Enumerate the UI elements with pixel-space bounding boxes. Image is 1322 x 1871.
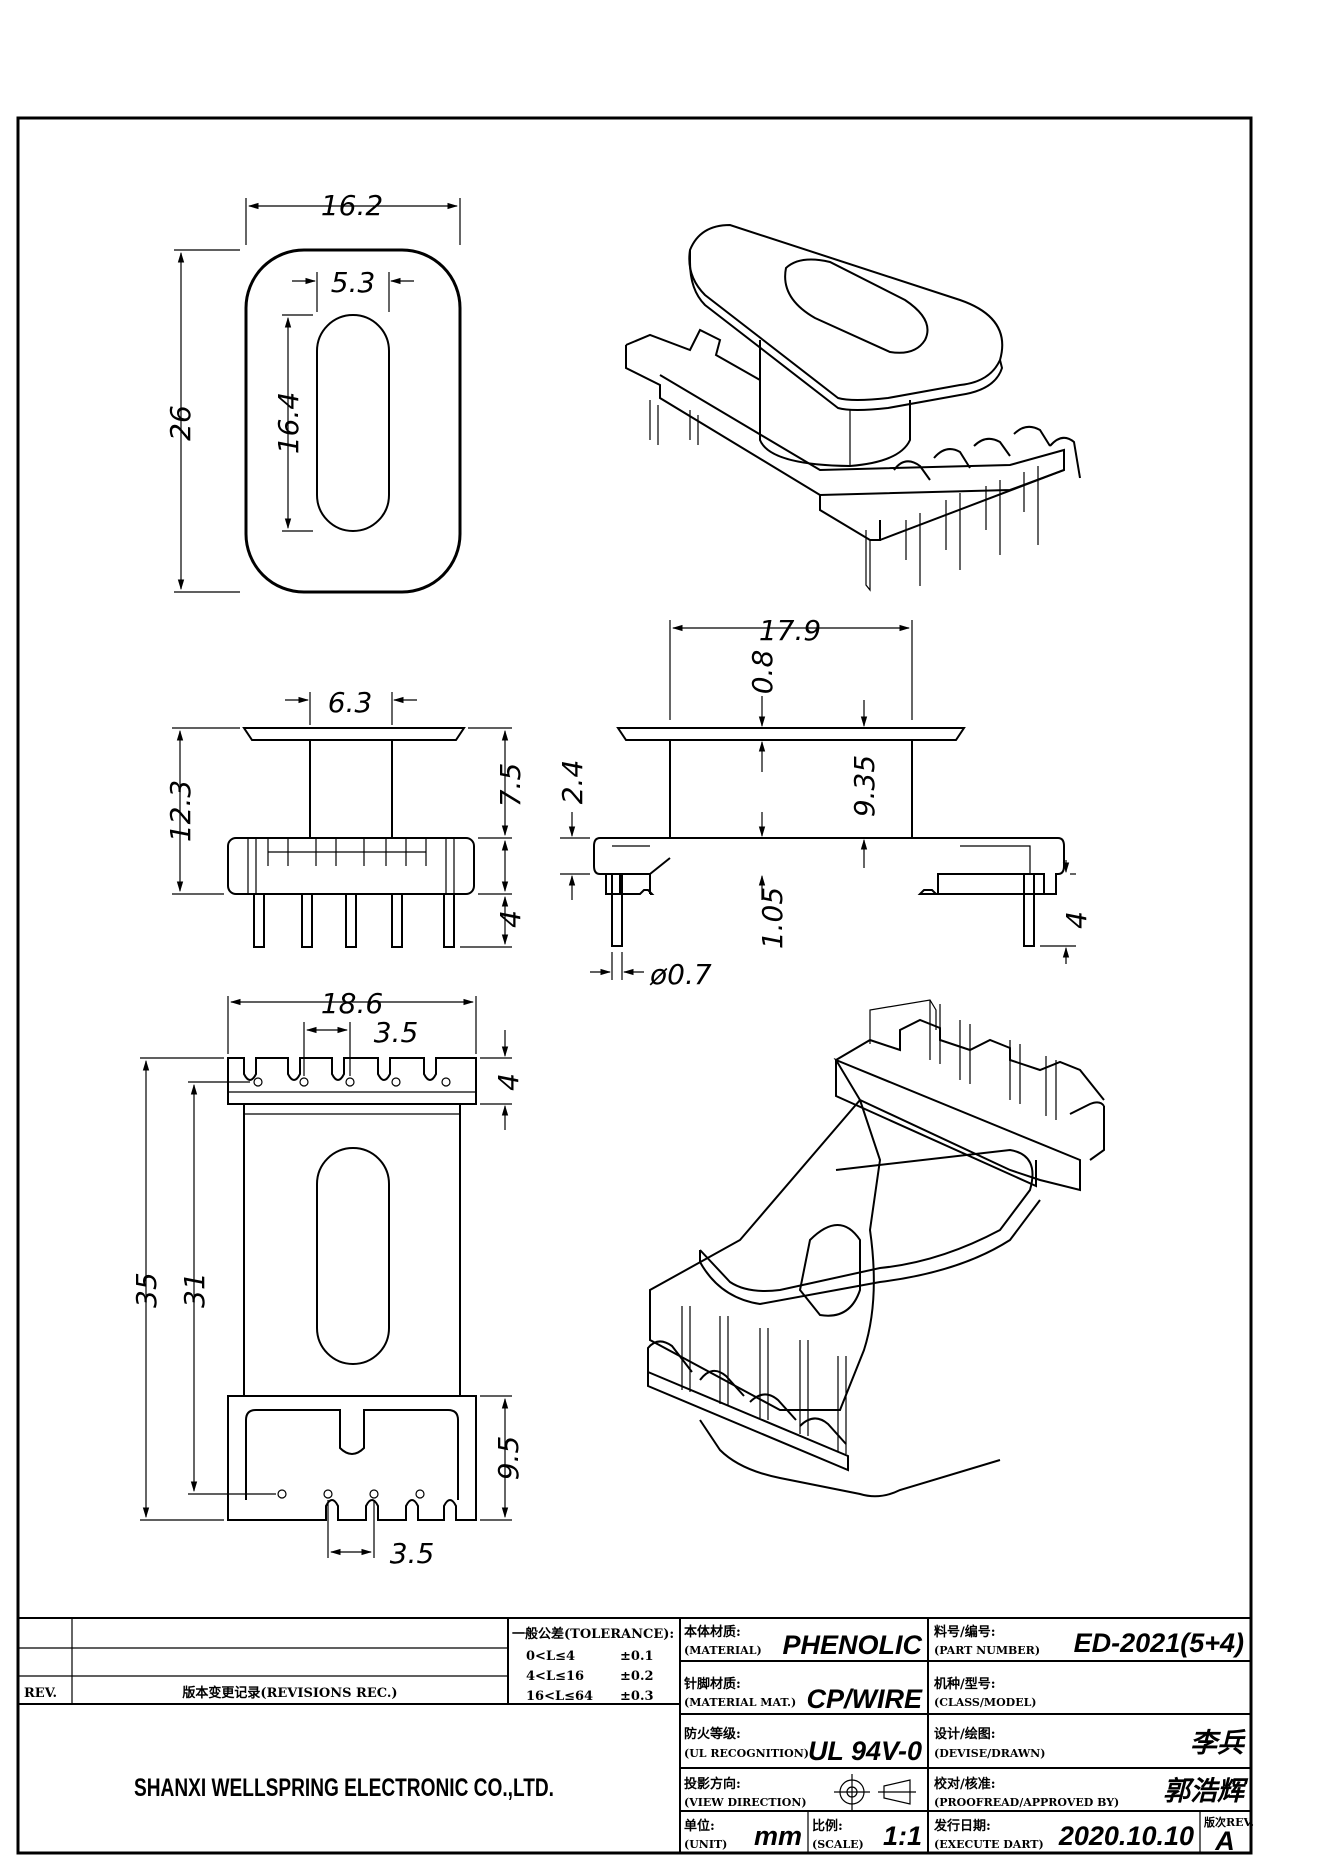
revisions-label: 版本变更记录(REVISIONS REC.): [182, 1685, 397, 1701]
scale-value: 1:1: [883, 1821, 922, 1851]
flame-label-cn: 防火等级:: [684, 1726, 741, 1742]
rev-label-cn: 版次REV.: [1204, 1815, 1254, 1829]
scale-label-cn: 比例:: [812, 1818, 843, 1834]
tolerance-title: 一般公差(TOLERANCE):: [512, 1626, 674, 1642]
tol-row1-value: ±0.1: [620, 1649, 654, 1664]
isometric-view-bottom: [647, 999, 1105, 1498]
dim-front-base-height: 2.4: [556, 760, 589, 805]
view-label-en: (VIEW DIRECTION): [684, 1796, 807, 1809]
dim-front-base-thickness: 1.05: [756, 887, 789, 949]
material-label-cn: 本体材质:: [684, 1624, 741, 1640]
dim-side-core-width: 6.3: [328, 686, 373, 719]
flame-label-en: (UL RECOGNITION): [684, 1747, 809, 1760]
dim-side-pin-length: 4: [494, 910, 527, 928]
tol-row2-range: 4<L≤16: [526, 1669, 584, 1684]
dim-front-winding-height: 9.35: [848, 755, 881, 817]
dim-front-flange-thickness: 0.8: [746, 650, 779, 695]
title-block: REV. 版本变更记录(REVISIONS REC.) 一般公差(TOLERAN…: [18, 1617, 1254, 1856]
dim-front-length: 17.9: [759, 614, 821, 647]
material-value: PHENOLIC: [782, 1630, 922, 1660]
class-label-cn: 机种/型号:: [934, 1676, 996, 1692]
dim-bottom-pitch-bottom: 3.5: [390, 1537, 435, 1570]
flame-value: UL 94V-0: [808, 1736, 922, 1766]
approved-value: 郭浩辉: [1163, 1776, 1249, 1806]
dim-bottom-inner-length: 31: [178, 1272, 211, 1308]
rev-value: A: [1214, 1826, 1235, 1856]
dim-side-flange-gap: 7.5: [494, 763, 527, 808]
dim-bottom-total-length: 35: [130, 1272, 163, 1308]
side-view: 6.3 12.3 7.5 4: [164, 686, 527, 948]
material-label-en: (MATERIAL): [684, 1644, 762, 1657]
class-label-en: (CLASS/MODEL): [934, 1696, 1037, 1709]
part-label-cn: 料号/编号:: [934, 1624, 996, 1640]
tol-row2-value: ±0.2: [620, 1669, 654, 1684]
date-value: 2020.10.10: [1058, 1821, 1194, 1851]
drawn-value: 李兵: [1190, 1728, 1246, 1758]
dim-bottom-pitch-top: 3.5: [374, 1016, 419, 1049]
approved-label-cn: 校对/核准:: [934, 1776, 996, 1792]
scale-label-en: (SCALE): [812, 1838, 864, 1851]
drawn-label-cn: 设计/绘图:: [934, 1726, 996, 1742]
unit-label-en: (UNIT): [684, 1838, 727, 1851]
tol-row1-range: 0<L≤4: [526, 1649, 575, 1664]
view-label-cn: 投影方向:: [684, 1776, 741, 1792]
company-name: SHANXI WELLSPRING ELECTRONIC CO.,LTD.: [134, 1774, 554, 1802]
pin-material-label-cn: 针脚材质:: [683, 1676, 741, 1692]
unit-value: mm: [754, 1821, 802, 1851]
dim-top-width: 16.2: [321, 189, 383, 222]
front-view: 17.9 0.8 2.4 9.35 1.05 4 ø0.7: [556, 614, 1093, 991]
dim-bottom-width: 18.6: [321, 987, 383, 1020]
pin-material-label-en: (MATERIAL MAT.): [684, 1696, 796, 1709]
rev-label: REV.: [24, 1686, 57, 1701]
dim-side-total-height: 12.3: [164, 780, 197, 842]
unit-label-cn: 单位:: [684, 1818, 715, 1834]
drawn-label-en: (DEVISE/DRAWN): [934, 1747, 1045, 1760]
part-number-value: ED-2021(5+4): [1074, 1628, 1244, 1658]
tol-row3-value: ±0.3: [620, 1689, 654, 1704]
part-label-en: (PART NUMBER): [934, 1644, 1040, 1657]
pin-material-value: CP/WIRE: [806, 1684, 922, 1714]
dim-bottom-base-bottom: 9.5: [492, 1436, 525, 1481]
top-view: 16.2 5.3 26 16.4: [164, 189, 462, 594]
sheet-border: [16, 116, 1253, 1855]
tol-row3-range: 16<L≤64: [526, 1689, 593, 1704]
approved-label-en: (PROOFREAD/APPROVED BY): [934, 1796, 1119, 1809]
dim-front-pin-length: 4: [1060, 911, 1093, 929]
dim-bottom-base-top: 4: [492, 1073, 525, 1091]
dim-pin-diameter: ø0.7: [649, 958, 712, 991]
date-label-cn: 发行日期:: [933, 1818, 991, 1834]
dim-top-height: 26: [164, 405, 197, 441]
dim-top-slot-length: 16.4: [272, 392, 305, 454]
date-label-en: (EXECUTE DART): [934, 1838, 1044, 1851]
isometric-view-top: [625, 223, 1081, 592]
projection-symbol-icon: [834, 1774, 916, 1810]
bottom-view: 18.6 3.5 4 35 31 9.5 3.5: [130, 987, 525, 1570]
dim-top-slot-width: 5.3: [331, 266, 376, 299]
